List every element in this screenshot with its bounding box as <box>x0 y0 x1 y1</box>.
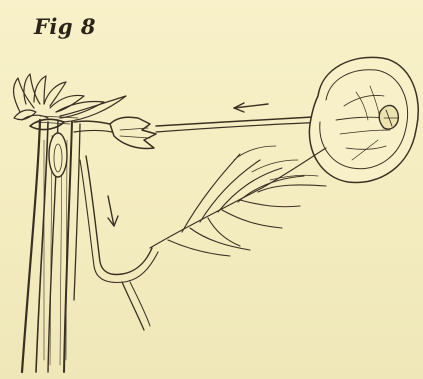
circular-organ <box>309 57 418 182</box>
flow-arrow-upper <box>234 103 268 112</box>
upper-tube <box>156 116 332 132</box>
flow-arrow-lower <box>108 196 118 226</box>
lower-tube <box>80 156 158 330</box>
plant-stem <box>22 120 80 372</box>
branching-vessels <box>150 146 326 256</box>
tube-head <box>74 117 156 148</box>
bract-tuft <box>14 74 126 129</box>
